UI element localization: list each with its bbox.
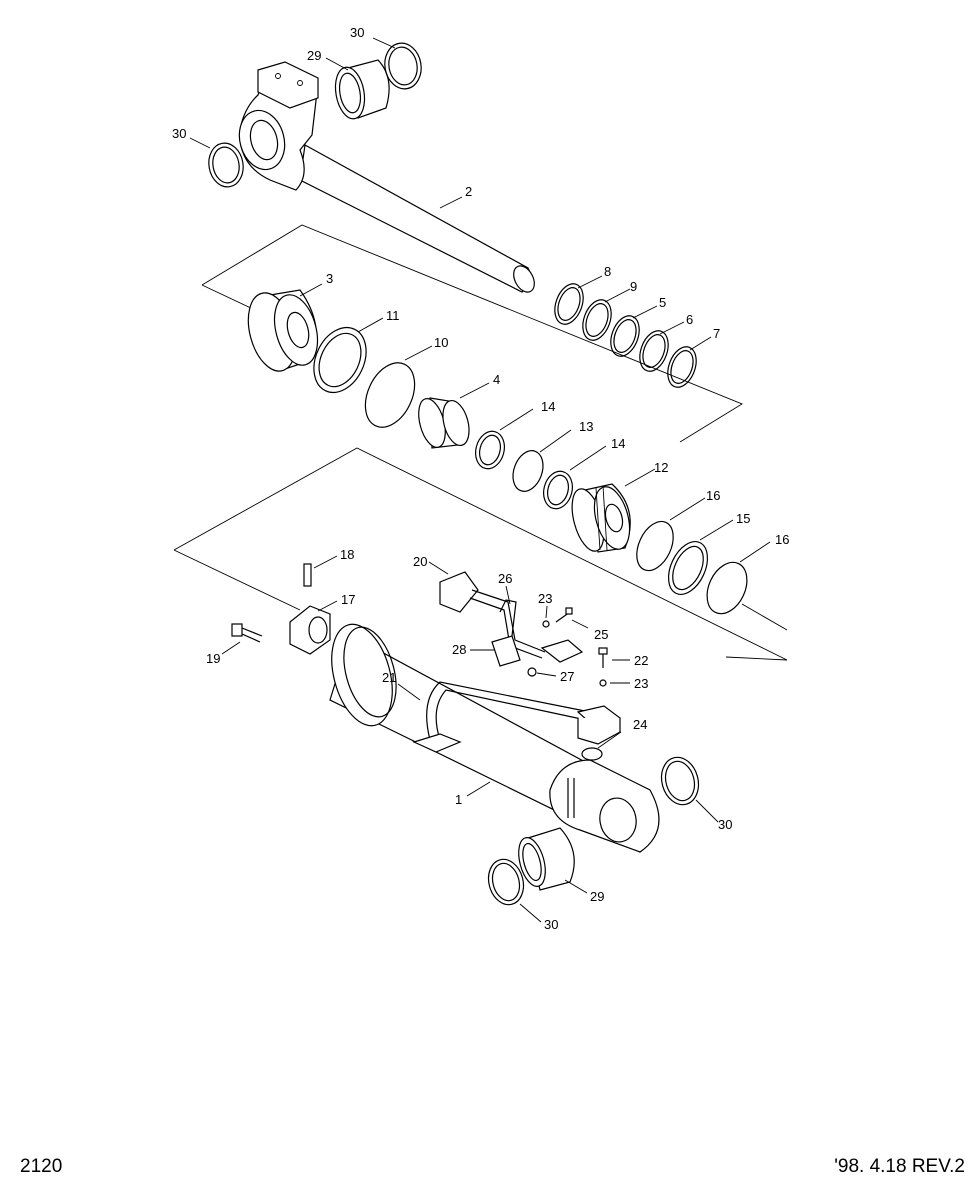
group-outline-upper	[201, 224, 743, 443]
seal-ring-bottom-left	[487, 858, 525, 906]
seal-ring-top-left	[208, 142, 244, 188]
wear-ring-15	[667, 541, 709, 595]
bolt-19	[231, 623, 263, 643]
label-10: 10	[434, 335, 448, 350]
pipe-20	[439, 571, 584, 663]
seal-ring-bottom-right	[660, 756, 700, 806]
bushing-4	[418, 397, 470, 449]
label-7: 7	[713, 326, 720, 341]
rod-cover	[247, 289, 319, 372]
label-20: 20	[413, 554, 427, 569]
label-4: 4	[493, 372, 500, 387]
piston-12	[571, 483, 631, 553]
piston-rod	[238, 61, 535, 293]
label-21: 21	[382, 670, 396, 685]
bushing-bottom	[518, 827, 575, 891]
label-22: 22	[634, 653, 648, 668]
label-29b: 29	[590, 889, 604, 904]
label-17: 17	[341, 592, 355, 607]
buffer-ring-14b	[543, 470, 573, 510]
leader-lines	[189, 37, 771, 923]
label-13: 13	[579, 419, 593, 434]
dust-ring-11	[313, 326, 367, 394]
label-28: 28	[452, 642, 466, 657]
label-11: 11	[386, 308, 400, 323]
label-16a: 16	[706, 488, 720, 503]
label-3: 3	[326, 271, 333, 286]
bushing-top	[334, 59, 390, 120]
label-24: 24	[633, 717, 647, 732]
label-30a: 30	[350, 25, 364, 40]
seal-rings-right	[554, 283, 697, 388]
seal-ring-top-right	[384, 42, 422, 90]
label-29a: 29	[307, 48, 321, 63]
label-6: 6	[686, 312, 693, 327]
part-labels: 30 29 30 2 3 8 9 5 6 7 11 10 4 14 13 14 …	[172, 25, 789, 932]
label-8: 8	[604, 264, 611, 279]
seal-ring-16b	[706, 561, 748, 615]
label-30b: 30	[172, 126, 186, 141]
page-number: 2120	[20, 1156, 63, 1177]
label-25: 25	[594, 627, 608, 642]
pipe-21	[412, 681, 622, 753]
group-outline-lower	[173, 447, 788, 661]
label-27: 27	[560, 669, 574, 684]
label-30d: 30	[544, 917, 558, 932]
label-1: 1	[455, 792, 462, 807]
label-9: 9	[630, 279, 637, 294]
cylinder-tube	[329, 623, 660, 853]
label-5: 5	[659, 295, 666, 310]
label-12: 12	[654, 460, 668, 475]
label-26: 26	[498, 571, 512, 586]
label-2: 2	[465, 184, 472, 199]
o-ring-10	[364, 362, 416, 428]
label-18: 18	[340, 547, 354, 562]
label-23a: 23	[538, 591, 552, 606]
label-16b: 16	[775, 532, 789, 547]
label-19: 19	[206, 651, 220, 666]
set-screw-18	[303, 563, 312, 587]
small-fasteners	[527, 607, 608, 761]
label-23b: 23	[634, 676, 648, 691]
label-14a: 14	[541, 399, 555, 414]
seal-ring-16a	[636, 520, 674, 572]
clamp-26-28	[491, 599, 521, 667]
o-ring-13	[512, 450, 544, 492]
lock-nut-17	[289, 605, 331, 655]
label-14b: 14	[611, 436, 625, 451]
revision-stamp: '98. 4.18 REV.2	[834, 1156, 965, 1177]
buffer-ring-14a	[475, 430, 505, 470]
label-15: 15	[736, 511, 750, 526]
label-30c: 30	[718, 817, 732, 832]
